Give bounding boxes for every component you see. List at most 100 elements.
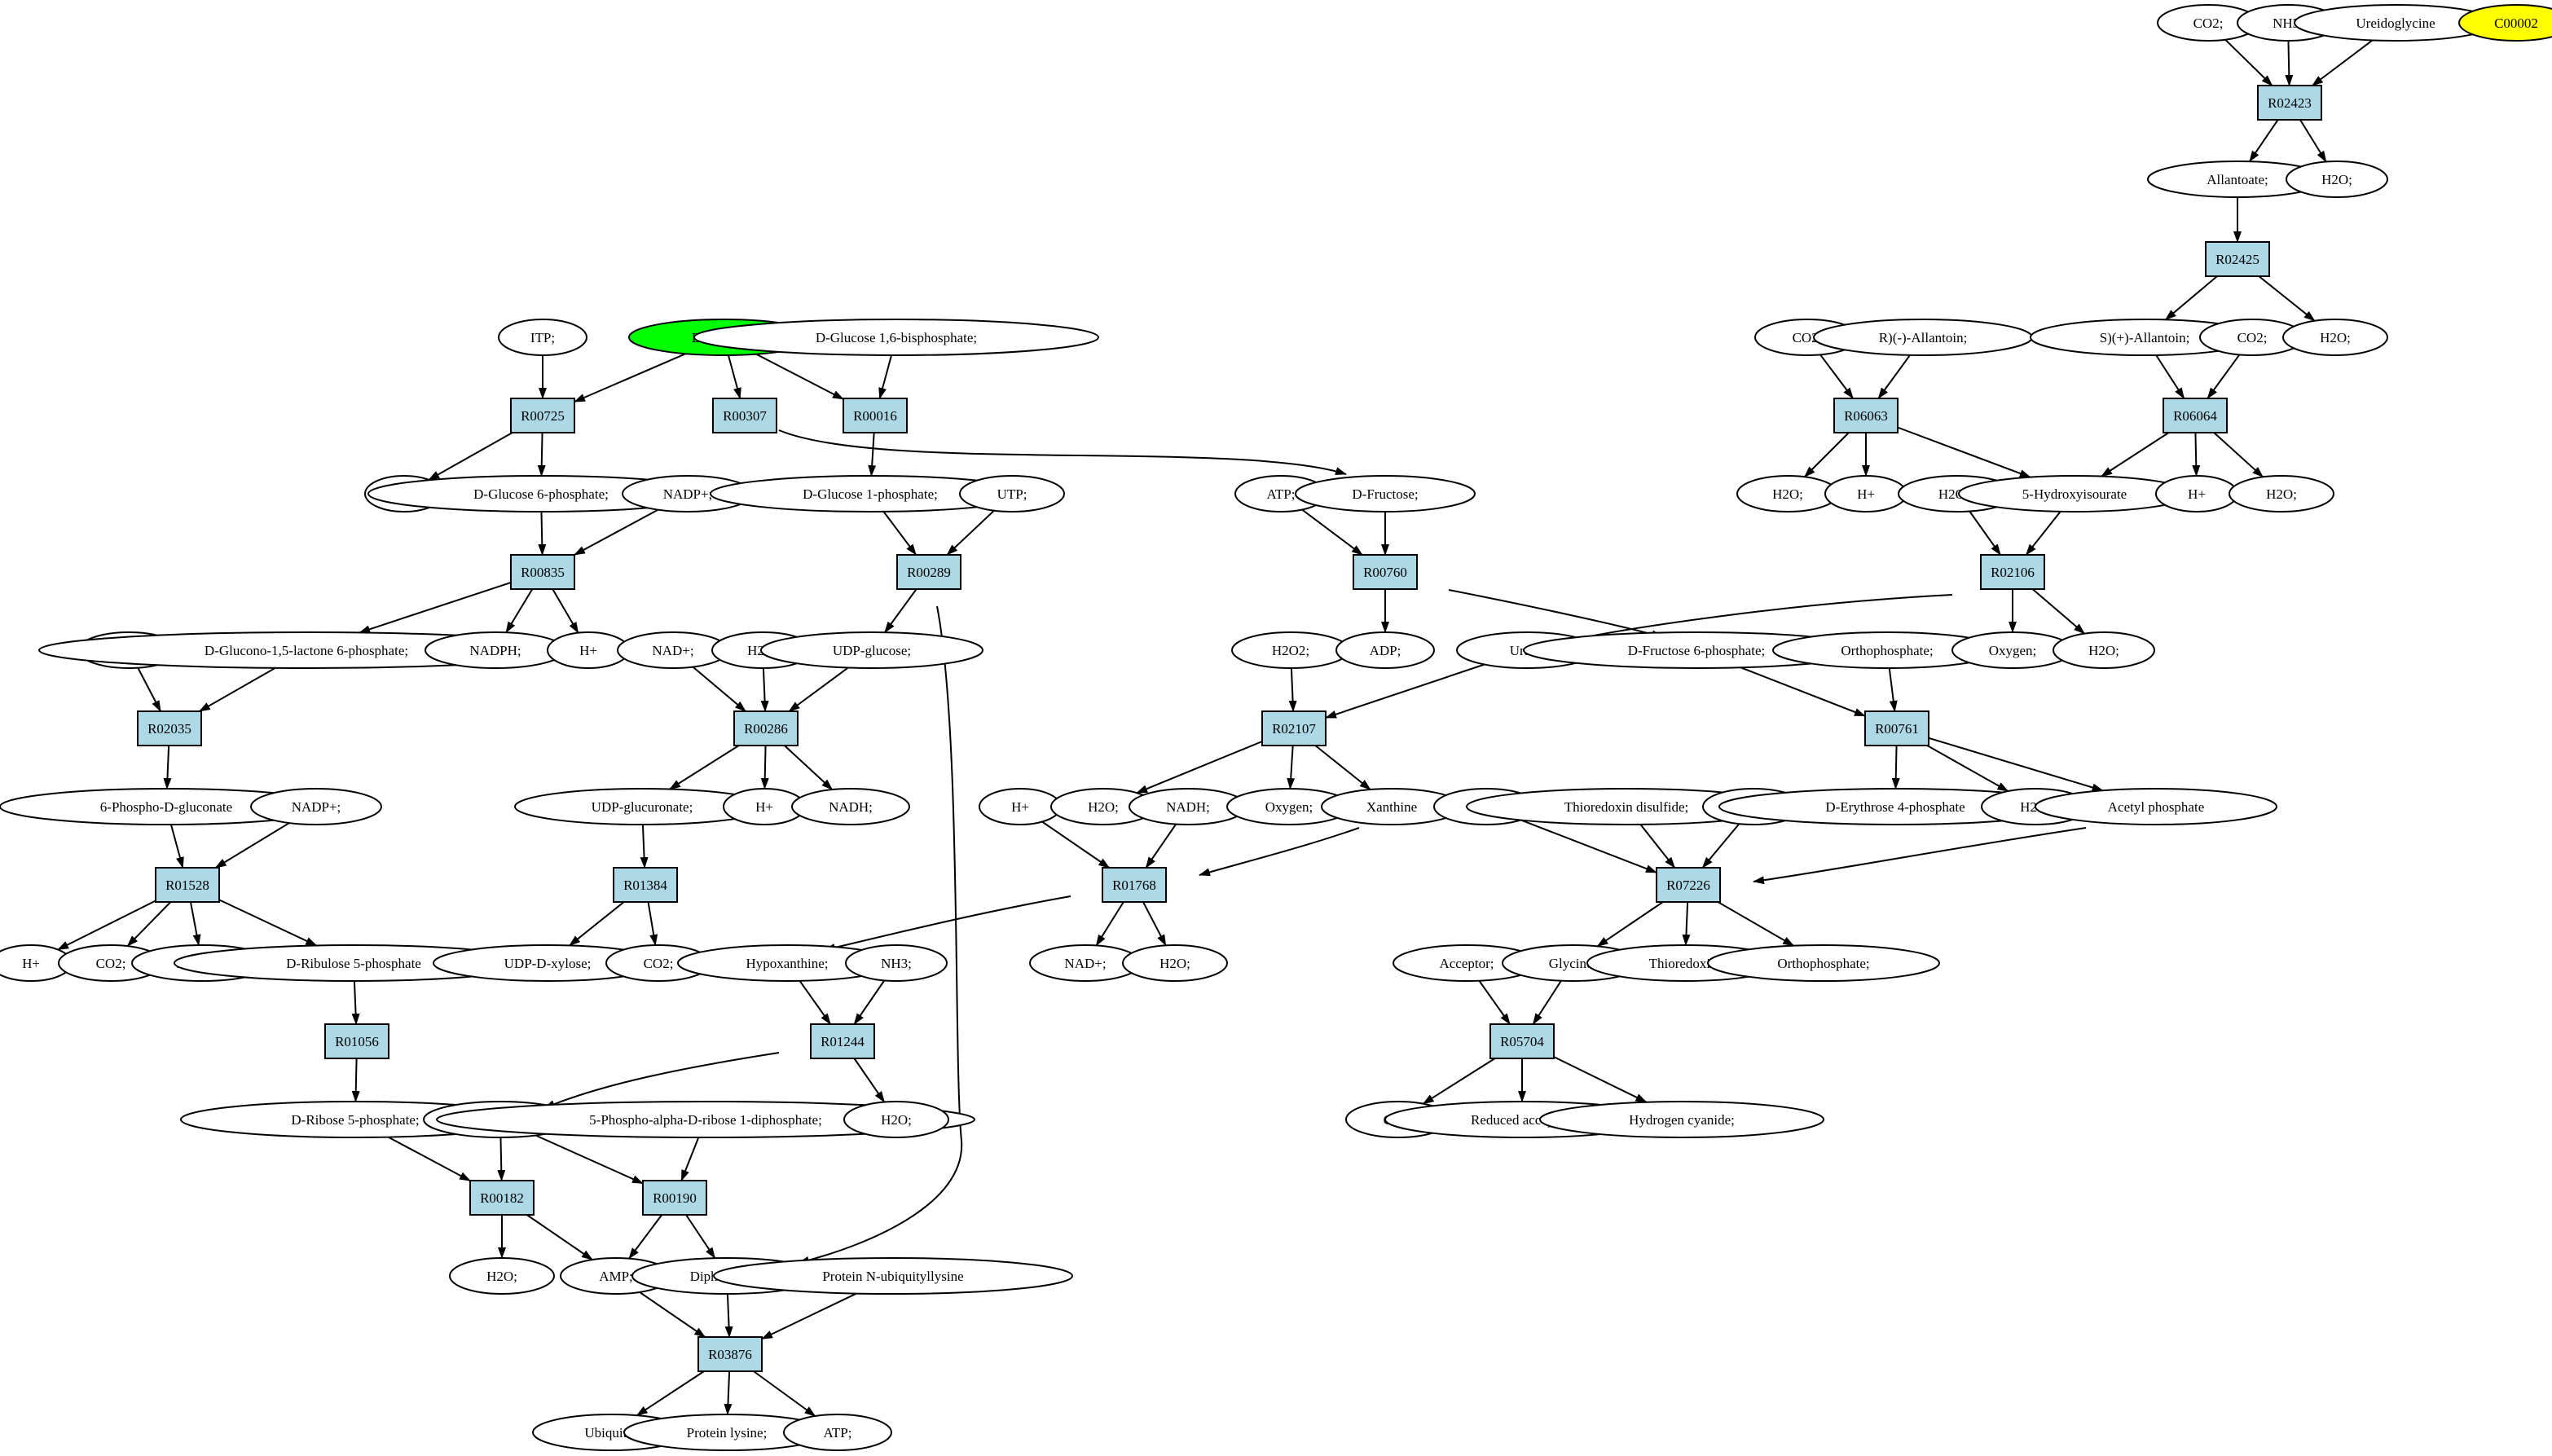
reaction-node-r02106[interactable]: R02106 xyxy=(1980,554,2045,590)
edge-sallantoin-to-r06064 xyxy=(2155,354,2185,399)
edge-r03876-to-protein_lysine xyxy=(724,1370,733,1415)
compound-node-protein_lysine[interactable]: Protein lysine; xyxy=(623,1414,830,1451)
compound-node-phosphogluconate[interactable]: 6-Phospho-D-gluconate xyxy=(0,788,333,825)
compound-node-hplus_r01768[interactable]: H+ xyxy=(979,788,1062,825)
compound-node-h2o_r02107[interactable]: H2O; xyxy=(1050,788,1156,825)
compound-node-co2_r01528[interactable]: CO2; xyxy=(58,944,164,982)
compound-node-nadpplus_r01528[interactable]: NADP+; xyxy=(250,788,382,825)
node-label: R01384 xyxy=(623,878,667,893)
compound-node-nh3_r01244[interactable]: NH3; xyxy=(845,944,948,982)
compound-node-c00002[interactable]: C00002 xyxy=(2458,4,2552,42)
reaction-node-r01056[interactable]: R01056 xyxy=(324,1023,389,1059)
edge-nadpplus_r00835-to-r00835 xyxy=(574,508,659,556)
compound-node-utp[interactable]: UTP; xyxy=(959,475,1065,512)
compound-node-h2o_r02425[interactable]: H2O; xyxy=(2282,319,2388,356)
compound-node-hplus_r06064[interactable]: H+ xyxy=(2155,475,2238,512)
compound-node-xanthine[interactable]: Xanthine xyxy=(1321,788,1463,825)
node-label: D-Glucose 6-phosphate; xyxy=(473,486,609,502)
compound-node-hydrogen_cyanide[interactable]: Hydrogen cyanide; xyxy=(1539,1101,1824,1138)
compound-node-h2o_r06063[interactable]: H2O; xyxy=(1736,475,1839,512)
compound-node-thioredoxin_disulfide[interactable]: Thioredoxin disulfide; xyxy=(1466,788,1787,825)
edge-r06063-to-hydroxyisourate xyxy=(1897,426,2031,478)
compound-node-co2_top[interactable]: CO2; xyxy=(2157,4,2259,42)
reaction-node-r01244[interactable]: R01244 xyxy=(810,1023,875,1059)
reaction-node-r00307[interactable]: R00307 xyxy=(712,398,777,433)
reaction-node-r00761[interactable]: R00761 xyxy=(1864,710,1929,746)
compound-ellipse xyxy=(845,944,948,982)
compound-node-prpp[interactable]: 5-Phospho-alpha-D-ribose 1-diphosphate; xyxy=(436,1101,975,1138)
edge-protein_ubiquityllysine-to-r03876 xyxy=(761,1292,857,1340)
compound-node-nadpplus_r00835[interactable]: NADP+; xyxy=(622,475,754,512)
compound-node-hplus_r00286[interactable]: H+ xyxy=(723,788,806,825)
reaction-node-r07226[interactable]: R07226 xyxy=(1656,867,1721,903)
reaction-node-r00286[interactable]: R00286 xyxy=(733,710,799,746)
compound-node-h2o_r02423[interactable]: H2O; xyxy=(2286,161,2388,198)
compound-node-ureidoglycine[interactable]: Ureidoglycine xyxy=(2294,4,2497,42)
reaction-box xyxy=(642,1180,707,1216)
compound-node-oxygen_r02107[interactable]: Oxygen; xyxy=(1226,788,1352,825)
compound-node-co2_r06064[interactable]: CO2; xyxy=(2199,319,2305,356)
reaction-node-r01528[interactable]: R01528 xyxy=(155,867,220,903)
reaction-node-r00760[interactable]: R00760 xyxy=(1353,554,1418,590)
compound-node-h2o_r06064[interactable]: H2O; xyxy=(2229,475,2334,512)
compound-node-atp_r00760[interactable]: ATP; xyxy=(1234,475,1327,512)
compound-node-de4p[interactable]: D-Erythrose 4-phosphate xyxy=(1718,788,2072,825)
reaction-node-r05704[interactable]: R05704 xyxy=(1489,1023,1555,1059)
compound-node-hplus_r00835[interactable]: H+ xyxy=(547,631,630,669)
compound-node-df6p[interactable]: D-Fructose 6-phosphate; xyxy=(1523,631,1870,669)
reaction-node-r02107[interactable]: R02107 xyxy=(1261,710,1327,746)
compound-node-nadplus_r01768[interactable]: NAD+; xyxy=(1029,944,1142,982)
reaction-node-r02425[interactable]: R02425 xyxy=(2205,241,2270,277)
node-label: R01528 xyxy=(165,878,209,893)
node-label: R03876 xyxy=(708,1347,752,1362)
compound-node-orthophosphate_out[interactable]: Orthophosphate; xyxy=(1707,944,1940,982)
reaction-node-r06064[interactable]: R06064 xyxy=(2163,398,2228,433)
compound-node-dfructose[interactable]: D-Fructose; xyxy=(1295,475,1476,512)
compound-node-oxygen_r02106[interactable]: Oxygen; xyxy=(1951,631,2074,669)
compound-node-itp[interactable]: ITP; xyxy=(498,319,587,356)
edge-r06064-to-hplus_r06064 xyxy=(2192,432,2201,477)
reaction-node-r01384[interactable]: R01384 xyxy=(613,867,678,903)
compound-ellipse xyxy=(449,1257,555,1295)
reaction-node-r02035[interactable]: R02035 xyxy=(137,710,202,746)
compound-node-co2_r01384[interactable]: CO2; xyxy=(605,944,711,982)
compound-node-adp[interactable]: ADP; xyxy=(1335,631,1435,669)
reaction-box xyxy=(1261,710,1327,746)
compound-node-dribulose5p[interactable]: D-Ribulose 5-phosphate xyxy=(174,944,534,982)
reaction-node-r00835[interactable]: R00835 xyxy=(510,554,575,590)
reaction-node-r00016[interactable]: R00016 xyxy=(843,398,908,433)
compound-node-h2o_r01244[interactable]: H2O; xyxy=(843,1101,949,1138)
compound-node-h2o2_r02107[interactable]: H2O2; xyxy=(1231,631,1350,669)
node-label: NADH; xyxy=(1166,799,1210,815)
compound-node-udpglucuronate[interactable]: UDP-glucuronate; xyxy=(514,788,770,825)
reaction-node-r00289[interactable]: R00289 xyxy=(896,554,961,590)
compound-node-dg1p[interactable]: D-Glucose 1-phosphate; xyxy=(710,475,1031,512)
compound-node-hypoxanthine[interactable]: Hypoxanthine; xyxy=(677,944,897,982)
compound-node-dglucose16bp[interactable]: D-Glucose 1,6-bisphosphate; xyxy=(693,319,1099,356)
compound-node-acetylphosphate[interactable]: Acetyl phosphate xyxy=(2035,788,2277,825)
reaction-node-r00182[interactable]: R00182 xyxy=(469,1180,535,1216)
reaction-node-r00725[interactable]: R00725 xyxy=(510,398,575,433)
compound-node-orthophosphate_in[interactable]: Orthophosphate; xyxy=(1772,631,2002,669)
compound-node-allantoate[interactable]: Allantoate; xyxy=(2147,161,2328,198)
node-label: D-Fructose; xyxy=(1352,486,1418,502)
reaction-node-r01768[interactable]: R01768 xyxy=(1102,867,1167,903)
compound-node-atp_r03876[interactable]: ATP; xyxy=(783,1414,892,1451)
compound-node-h2o_r02106[interactable]: H2O; xyxy=(2053,631,2155,669)
compound-node-protein_ubiquityllysine[interactable]: Protein N-ubiquityllysine xyxy=(713,1257,1073,1295)
compound-node-nadh_r00286[interactable]: NADH; xyxy=(791,788,910,825)
edge-glycine-to-r05704 xyxy=(1532,980,1562,1025)
compound-node-h2o_r00182[interactable]: H2O; xyxy=(449,1257,555,1295)
compound-node-rallantoin[interactable]: R)(-)-Allantoin; xyxy=(1813,319,2033,356)
edge-r00289-to-diphosphate xyxy=(798,605,963,1265)
reaction-node-r03876[interactable]: R03876 xyxy=(697,1336,763,1372)
compound-node-hplus_r06063[interactable]: H+ xyxy=(1824,475,1907,512)
compound-node-h2o_r01768[interactable]: H2O; xyxy=(1122,944,1228,982)
node-label: D-Fructose 6-phosphate; xyxy=(1628,643,1766,658)
compound-node-udpglucose[interactable]: UDP-glucose; xyxy=(760,631,983,669)
compound-node-nadph_r00835[interactable]: NADPH; xyxy=(425,631,566,669)
reaction-node-r06063[interactable]: R06063 xyxy=(1833,398,1899,433)
reaction-node-r00190[interactable]: R00190 xyxy=(642,1180,707,1216)
reaction-node-r02423[interactable]: R02423 xyxy=(2257,85,2322,121)
edge-dglucono-to-r02035 xyxy=(198,666,276,712)
